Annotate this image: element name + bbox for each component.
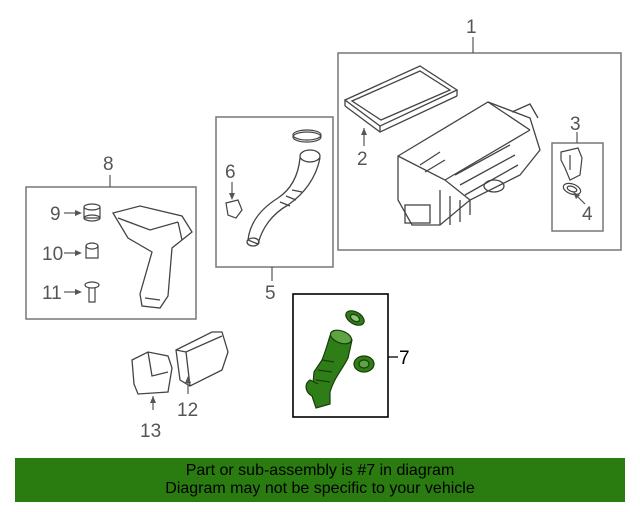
callout-6: 6 [225,162,236,183]
group-1-air-cleaner: 1 2 3 [337,17,622,251]
parts-diagram: 1 2 3 [25,17,622,442]
banner-line-2: Diagram may not be specific to your vehi… [165,480,475,497]
group-8-resonator: 8 9 10 11 [25,154,197,320]
callout-10: 10 [42,244,63,265]
callout-13: 13 [140,421,161,442]
air-cleaner-housing [397,101,541,226]
banner-line-1: Part or sub-assembly is #7 in diagram [185,462,455,479]
grommet-part-9 [83,203,101,222]
callout-11: 11 [42,283,62,304]
air-filter-element [343,65,459,133]
bolt-part-11 [84,281,100,303]
callout-12: 12 [177,400,198,421]
part-13-bracket [131,351,173,395]
callout-1: 1 [466,17,477,38]
callout-9: 9 [50,204,61,225]
bracket-part-6 [225,199,243,219]
callout-3: 3 [570,114,581,135]
gasket-part-4 [562,182,582,196]
callout-7: 7 [399,348,410,369]
callout-4: 4 [582,204,593,225]
collar-part-10 [85,242,99,259]
intake-hose [246,149,321,247]
callout-2: 2 [357,149,368,170]
info-banner: Part or sub-assembly is #7 in diagram Di… [15,458,625,502]
group-5-intake-duct: 5 6 [215,116,334,304]
clamp-ring [292,129,322,143]
resonator-body [111,205,193,309]
sensor-part-3 [560,147,583,181]
group-7-highlighted: 7 [292,293,410,418]
highlighted-air-duct-hose [305,310,375,409]
part-12-duct [175,331,229,387]
callout-8: 8 [103,154,114,175]
callout-5: 5 [265,283,276,304]
